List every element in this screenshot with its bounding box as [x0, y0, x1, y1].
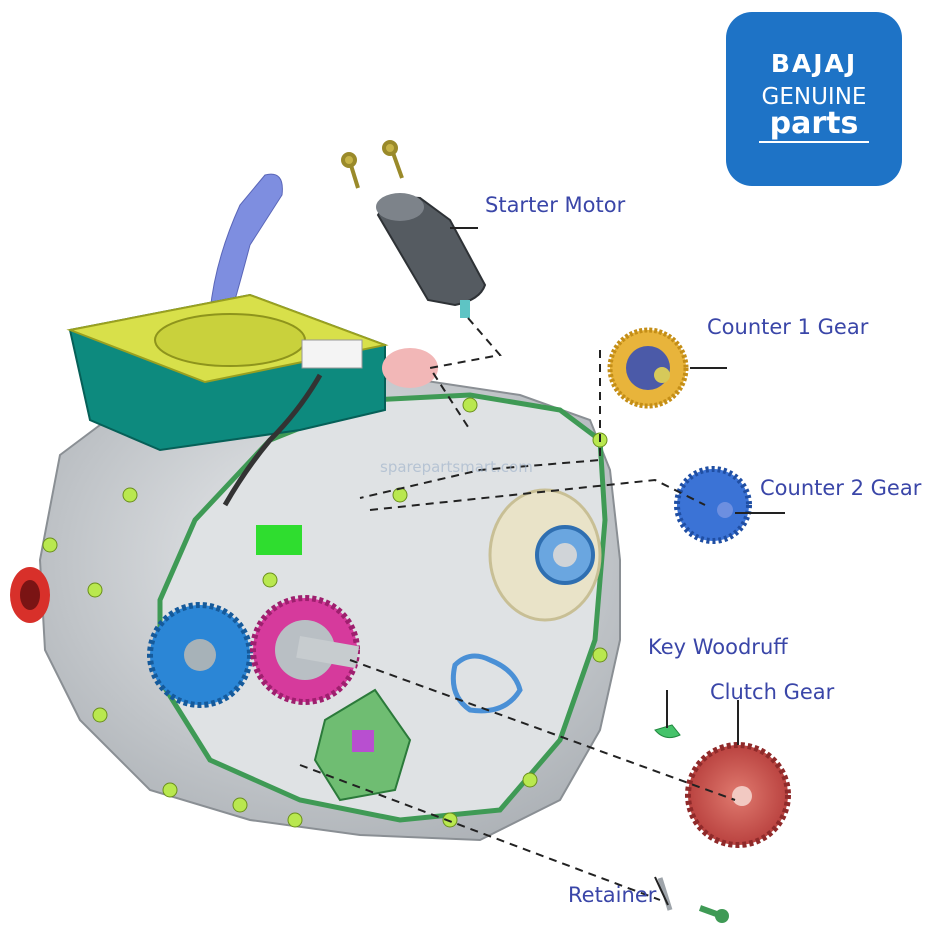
- wire-harness: [222, 373, 323, 507]
- retainer-part: [657, 877, 729, 923]
- kick-lever: [209, 173, 283, 313]
- magneto-cap-inner: [20, 580, 40, 610]
- key-woodruff-label: Key Woodruff: [648, 635, 788, 659]
- bajaj-genuine-parts-logo: BAJAJ GENUINE parts: [726, 12, 902, 186]
- key-woodruff-part: [654, 724, 681, 739]
- lower-plate-part: [352, 730, 374, 752]
- logo-parts: parts: [769, 106, 859, 141]
- counter-2-gear-part: [674, 466, 752, 544]
- counter-1-gear-shaft: [654, 367, 670, 383]
- counter-2-gear-hub: [717, 502, 733, 518]
- logo-underline: [759, 141, 869, 143]
- clutch-gear-hole: [732, 786, 752, 806]
- clutch-gear-label: Clutch Gear: [710, 680, 835, 704]
- side-cover: [157, 392, 608, 823]
- counter-1-gear-label: Counter 1 Gear: [707, 315, 869, 339]
- clutch-hub-center: [553, 543, 577, 567]
- counter-2-gear-label: Counter 2 Gear: [760, 476, 922, 500]
- sensor: [256, 525, 302, 555]
- cam-cover: [382, 348, 438, 388]
- watermark: sparepartsmart.com: [380, 458, 533, 476]
- leader-lines: [299, 317, 736, 901]
- starter-bolts: [341, 140, 404, 189]
- starter-motor-label: Starter Motor: [485, 193, 626, 217]
- starter-motor-part: [376, 193, 487, 318]
- logo-brand: BAJAJ: [770, 49, 858, 78]
- retainer-label: Retainer: [568, 883, 657, 907]
- case-bolts: [42, 397, 608, 828]
- callout-lines: [450, 227, 785, 906]
- cylinder-bore: [154, 313, 306, 367]
- primary-gear-blue-hub: [184, 639, 216, 671]
- connector: [301, 339, 363, 369]
- logo-genuine: GENUINE: [761, 84, 867, 110]
- shaft: [296, 636, 360, 669]
